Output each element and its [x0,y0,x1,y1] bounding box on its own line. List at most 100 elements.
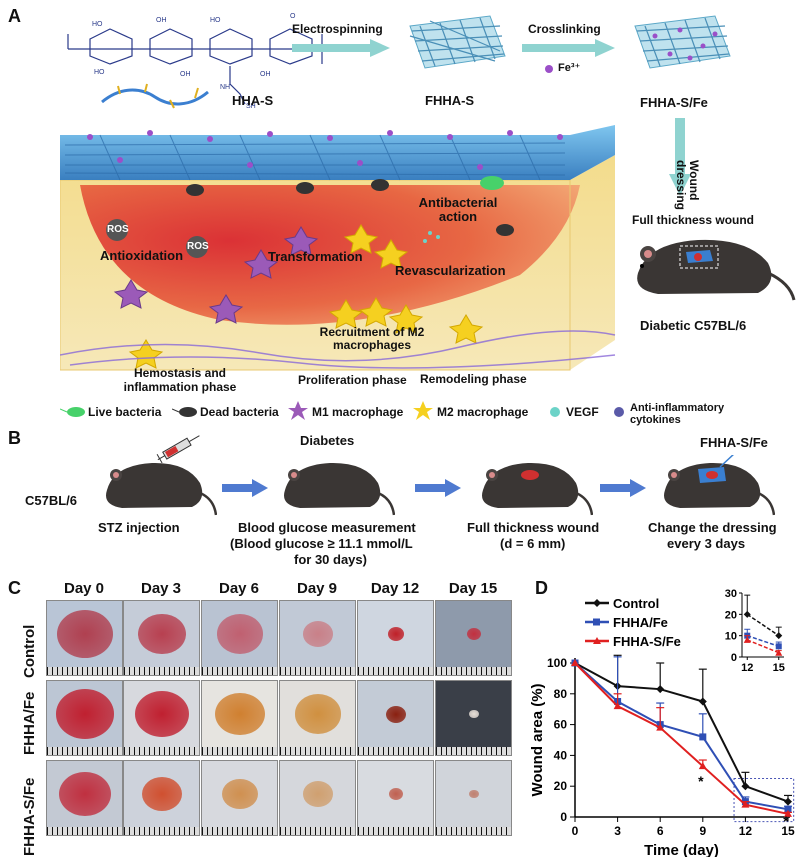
x-tick-label: 12 [739,824,753,838]
x-tick-label: 0 [572,824,579,838]
data-point [613,702,622,710]
wound-photo-r1-c5 [435,680,512,756]
skin-wound-illustration [60,125,616,371]
inset-x-tick-label: 12 [741,662,753,674]
significance-star-1: * [698,773,704,789]
panel-d-letter: D [535,578,548,598]
wound-photo-r2-c3 [279,760,356,836]
inset-y-tick-label: 30 [725,588,737,600]
fhha-s-fe-mat [634,15,731,69]
phase3-label: Remodeling phase [420,372,527,386]
step4-line2: every 3 days [667,536,746,551]
mouse-diabetes-icon [284,462,395,516]
legend-marker [593,637,601,644]
x-tick-label: 15 [781,824,795,838]
data-point [571,659,579,666]
svg-text:HO: HO [210,17,221,24]
y-tick-label: 100 [547,656,567,670]
wound-photo-r1-c2 [201,680,278,756]
inset-data-point [743,636,751,643]
panel-c-letter: C [8,578,21,598]
data-point [698,762,707,770]
diabetic-mouse-icon [637,239,796,301]
wound-photo-r1-c0 [46,680,123,756]
panel-b-letter: B [8,428,21,448]
ros-label-2: ROS [187,241,209,252]
legend-m1-macrophage: M1 macrophage [312,405,404,419]
y-axis-label: Wound area (%) [529,683,546,796]
day-header-2: Day 6 [218,580,260,597]
svg-text:NH: NH [220,84,230,91]
fe-label: Fe³⁺ [558,62,581,74]
crosslinking-arrow [522,39,615,57]
wound-photo-r1-c3 [279,680,356,756]
x-tick-label: 6 [657,824,664,838]
wound-photo-r0-c4 [357,600,434,676]
inset-y-tick-label: 0 [731,652,737,664]
step1-label: STZ injection [98,520,180,535]
wound-photo-r0-c0 [46,600,123,676]
flow-arrow-2 [415,479,461,497]
phase2-label: Proliferation phase [298,373,407,387]
cytokines-icon [614,407,624,417]
svg-text:O: O [290,13,296,20]
x-tick-label: 3 [614,824,621,838]
wound-photo-r2-c2 [201,760,278,836]
inset-y-tick-label: 10 [725,631,737,643]
dead-bacteria-icon [172,407,197,417]
inset-x-tick-label: 15 [773,662,785,674]
legend-label: FHHA/Fe [613,615,668,630]
syringe-icon [156,435,200,463]
step4-line1: Change the dressing [648,520,777,535]
x-axis-label: Time (day) [644,842,719,857]
mouse-dressing-icon [664,455,775,516]
series-line-Control [574,662,789,803]
svg-text:SH: SH [246,103,256,110]
mouse-stz-icon [106,462,217,516]
svg-text:OH: OH [156,17,167,24]
crosslinking-label: Crosslinking [528,22,601,36]
inset-data-point [743,610,751,618]
x-tick-label: 9 [699,824,706,838]
wound-photo-r0-c3 [279,600,356,676]
legend-live-bacteria: Live bacteria [88,405,162,419]
day-header-0: Day 0 [63,580,105,597]
flow-arrow-3 [600,479,646,497]
wound-photo-r2-c0 [46,760,123,836]
day-header-5: Day 15 [448,580,498,597]
fhha-s-fe-label: FHHA-S/Fe [640,95,708,110]
diabetic-label: Diabetic C57BL/6 [640,318,747,333]
diabetes-label: Diabetes [300,433,355,448]
step2-line3: for 30 days) [294,552,367,567]
legend-vegf: VEGF [566,405,599,419]
revascularization-label: Revascularization [395,263,506,278]
inset-data-point [775,643,782,650]
legend-label: Control [613,596,659,611]
live-bacteria-icon [60,407,85,417]
data-point [784,809,792,817]
svg-text:HO: HO [92,21,103,28]
inset-data-point [775,649,783,656]
transformation-label: Transformation [268,249,363,264]
wound-photo-r0-c1 [123,600,200,676]
step3-line1: Full thickness wound [467,520,600,535]
inset-data-point [775,632,783,640]
inset-series-line [746,639,780,654]
day-header-4: Day 12 [370,580,420,597]
phase1-label: Hemostasis and inflammation phase [123,366,237,394]
day-header-3: Day 9 [296,580,338,597]
fhha-s-label: FHHA-S [425,93,475,108]
series-line-FHHA/Fe [574,662,789,811]
svg-text:HO: HO [94,69,105,76]
legend-cytokines: Anti-inflammatory cytokines [630,402,725,426]
step2-line1: Blood glucose measurement [238,520,416,535]
fhha-s-mat [409,15,506,69]
ros-label-1: ROS [107,224,129,235]
vegf-icon [550,407,560,417]
legend-marker [593,599,601,607]
data-point [741,800,750,808]
legend-marker [593,618,600,626]
inset-series-line [746,613,780,637]
data-point [784,797,792,806]
